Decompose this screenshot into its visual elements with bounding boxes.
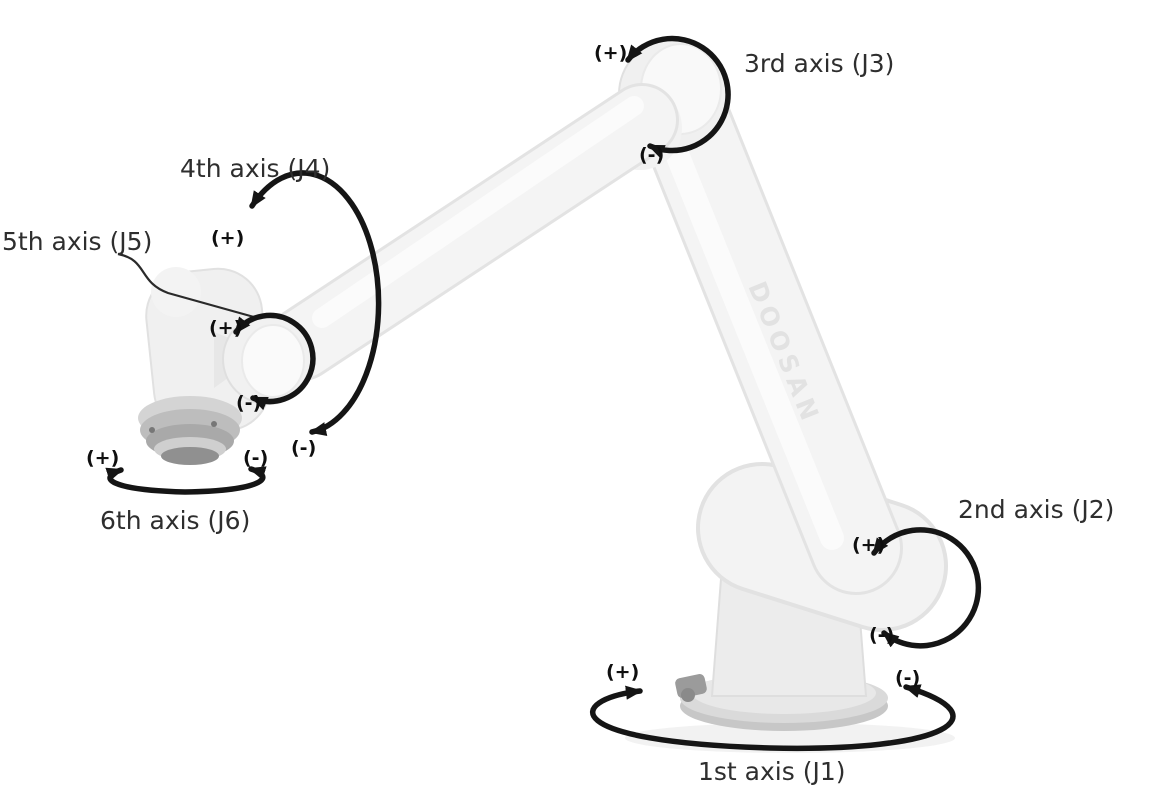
label-axis-j1: 1st axis (J1) [698, 757, 846, 786]
plus-marker-j4: (+) [211, 227, 245, 249]
minus-marker-j5: (-) [236, 392, 262, 414]
minus-marker-j3: (-) [639, 144, 665, 166]
plus-marker-j3: (+) [594, 42, 628, 64]
rotation-arrow-j1 [590, 684, 956, 752]
rotation-arrow-j5 [233, 312, 316, 411]
plus-marker-j2: (+) [852, 534, 886, 556]
plus-marker-j6: (+) [86, 447, 120, 469]
forearm [265, 83, 682, 381]
rotation-arrows [105, 35, 982, 752]
label-axis-j2: 2nd axis (J2) [958, 495, 1115, 524]
minus-marker-j4: (-) [291, 437, 317, 459]
tool-flange-j6 [138, 396, 242, 465]
rotation-arrow-j6 [105, 466, 267, 495]
j5-pointer-line [117, 252, 255, 319]
label-axis-j5: 5th axis (J5) [2, 227, 153, 256]
plus-marker-j1: (+) [606, 661, 640, 683]
minus-marker-j2: (-) [869, 624, 895, 646]
minus-marker-j1: (-) [895, 667, 921, 689]
label-axis-j3: 3rd axis (J3) [744, 49, 895, 78]
label-axis-j6: 6th axis (J6) [100, 506, 251, 535]
plus-marker-j5: (+) [209, 317, 243, 339]
rotation-arrow-j2 [871, 527, 982, 649]
rotation-arrow-j3 [625, 35, 731, 159]
label-axis-j4: 4th axis (J4) [180, 154, 331, 183]
minus-marker-j6: (-) [243, 447, 269, 469]
rotation-arrow-j4 [249, 170, 382, 436]
